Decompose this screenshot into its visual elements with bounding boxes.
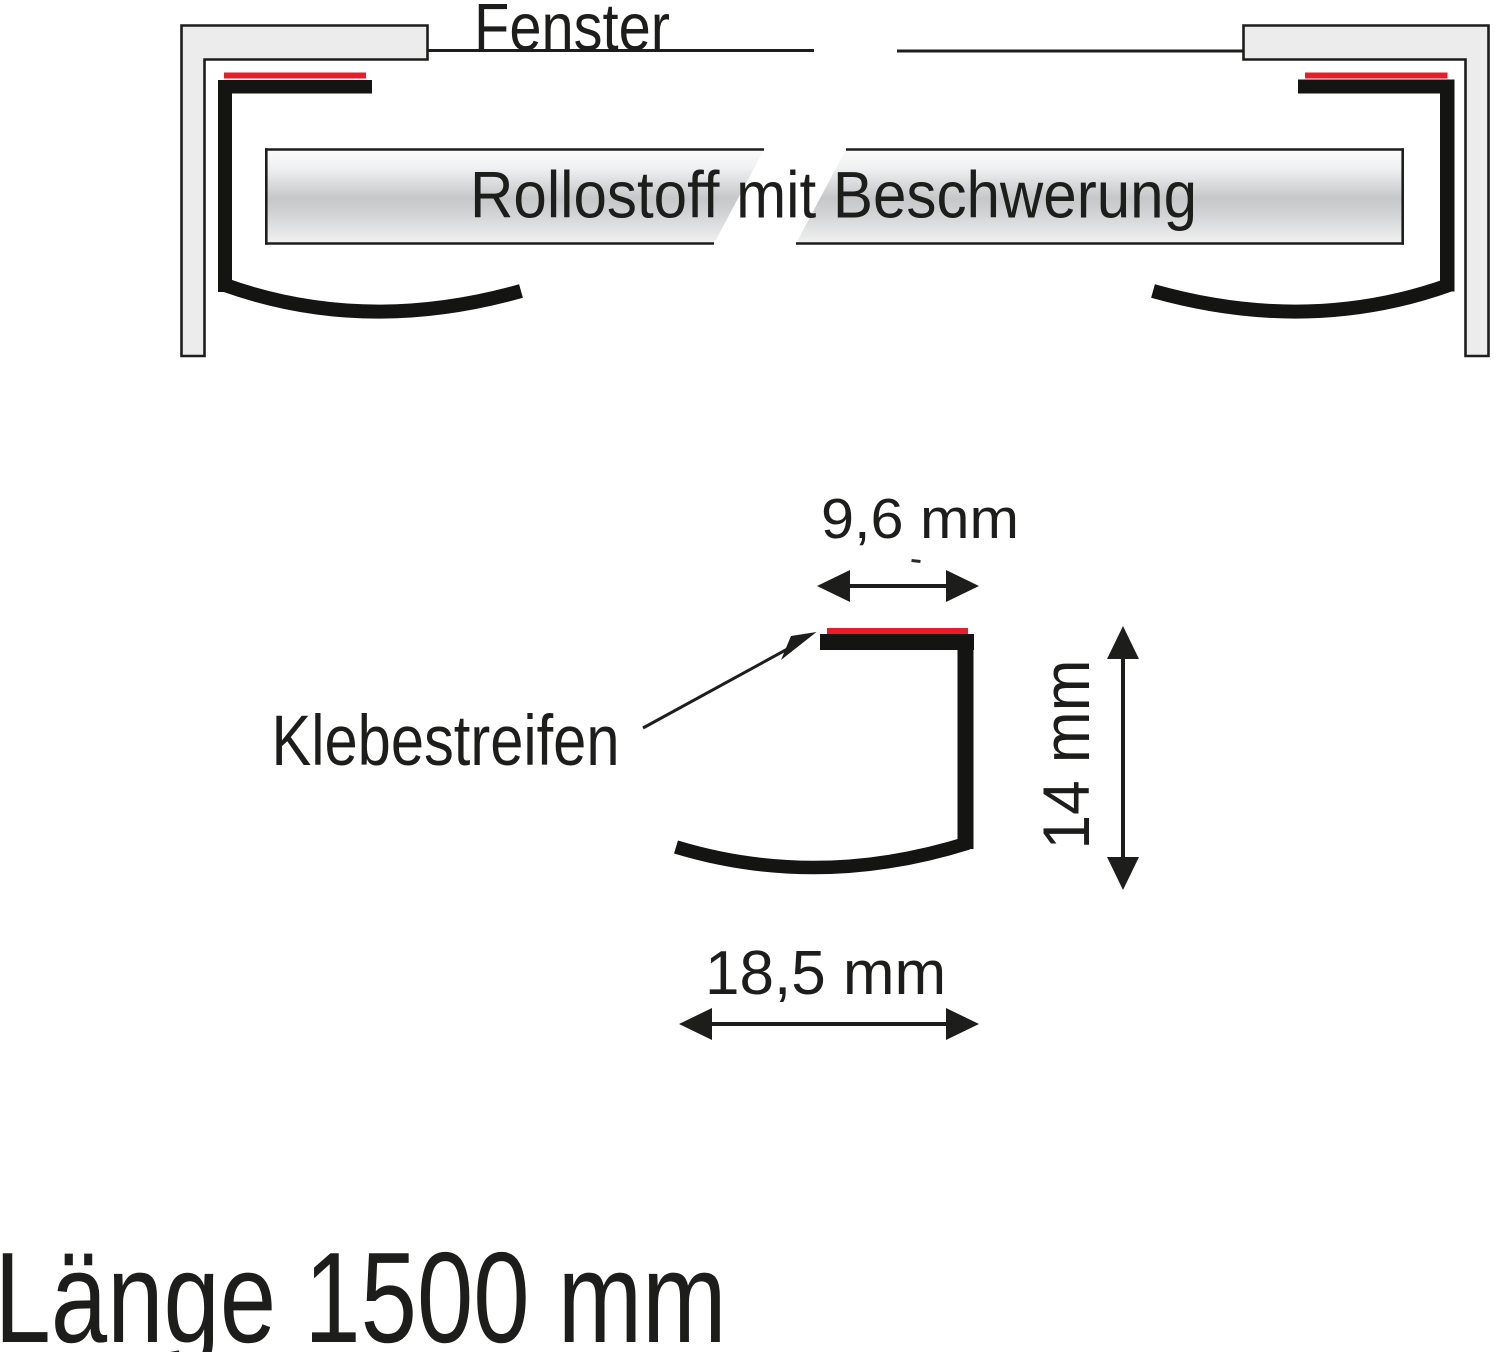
svg-text:Klebestreifen: Klebestreifen (272, 702, 620, 781)
svg-text:Rollostoff mit Beschwerung: Rollostoff mit Beschwerung (470, 158, 1197, 232)
svg-text:18,5 mm: 18,5 mm (705, 939, 946, 1008)
svg-text:14 mm: 14 mm (1029, 660, 1103, 850)
svg-text:Länge 1500 mm: Länge 1500 mm (0, 1226, 727, 1352)
svg-text:9,6 mm: 9,6 mm (821, 487, 1019, 551)
svg-text:Fenster: Fenster (474, 0, 670, 65)
